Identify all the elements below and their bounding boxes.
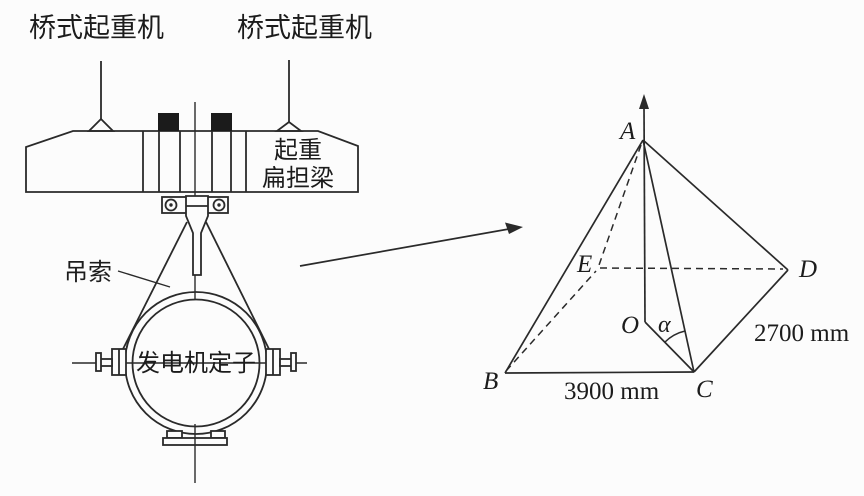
- pyramid-axis-line: [643, 105, 646, 323]
- stator-inner-circle: [131, 298, 261, 428]
- bridge-crane-label-right: 桥式起重机: [237, 13, 372, 43]
- vertex-label-C: C: [696, 376, 713, 403]
- hook-triangle-left: [86, 117, 116, 132]
- stator-label: 发电机定子: [136, 350, 256, 377]
- pedestal-tab-left: [166, 430, 183, 439]
- shackle-bolt-right-icon: [212, 198, 226, 212]
- beam-hanger-block-right: [211, 113, 232, 131]
- beam-hanger-block-left: [158, 113, 179, 131]
- edge-ED-dashed: [599, 267, 784, 270]
- edge-CD: [693, 269, 789, 373]
- edge-AD: [642, 139, 789, 271]
- spreader-beam: [25, 130, 359, 193]
- vertex-label-D: D: [798, 256, 817, 283]
- dimension-BC: 3900 mm: [564, 378, 660, 405]
- shackle-bolt-right-pin: [217, 203, 221, 207]
- edge-AC: [642, 139, 695, 373]
- segment-OC: [644, 321, 695, 373]
- sling-leader-line: [117, 270, 171, 288]
- spreader-beam-label-line1: 起重: [274, 137, 322, 164]
- crane-assembly-figure: 桥式起重机 桥式起重机 起重 扁担梁: [25, 13, 372, 483]
- bridge-crane-label-left: 桥式起重机: [29, 13, 164, 43]
- connector-arrowhead-icon: [505, 222, 523, 234]
- dimension-CD: 2700 mm: [754, 320, 850, 347]
- edge-BC: [504, 371, 695, 374]
- edge-AB: [504, 139, 644, 374]
- edge-AE-dashed: [597, 144, 642, 269]
- pedestal-tab-right: [210, 430, 226, 439]
- axis-arrowhead-icon: [639, 94, 649, 109]
- angle-alpha-arc: [664, 330, 686, 343]
- angle-label-alpha: α: [658, 312, 671, 338]
- sling-label: 吊索: [64, 259, 112, 286]
- edge-BE-dashed: [505, 270, 597, 372]
- hook-stem: [185, 195, 209, 276]
- vertex-label-O: O: [621, 312, 639, 339]
- hook-triangle-right: [274, 120, 304, 132]
- trunnion-left-bolt-head: [95, 352, 102, 372]
- vertex-label-A: A: [618, 118, 636, 145]
- vertex-label-B: B: [483, 368, 498, 395]
- shackle-bolt-left-icon: [164, 198, 178, 212]
- trunnion-right-bolt-head: [290, 352, 297, 372]
- spreader-beam-label-line2: 扁担梁: [262, 165, 334, 192]
- connector-arrow-line: [299, 228, 510, 267]
- connector-arrow: [299, 222, 523, 267]
- shackle-bolt-left-pin: [169, 203, 173, 207]
- vertex-label-E: E: [576, 251, 592, 278]
- pyramid-figure: A B C D E O α 3900 mm 2700 mm: [483, 94, 850, 405]
